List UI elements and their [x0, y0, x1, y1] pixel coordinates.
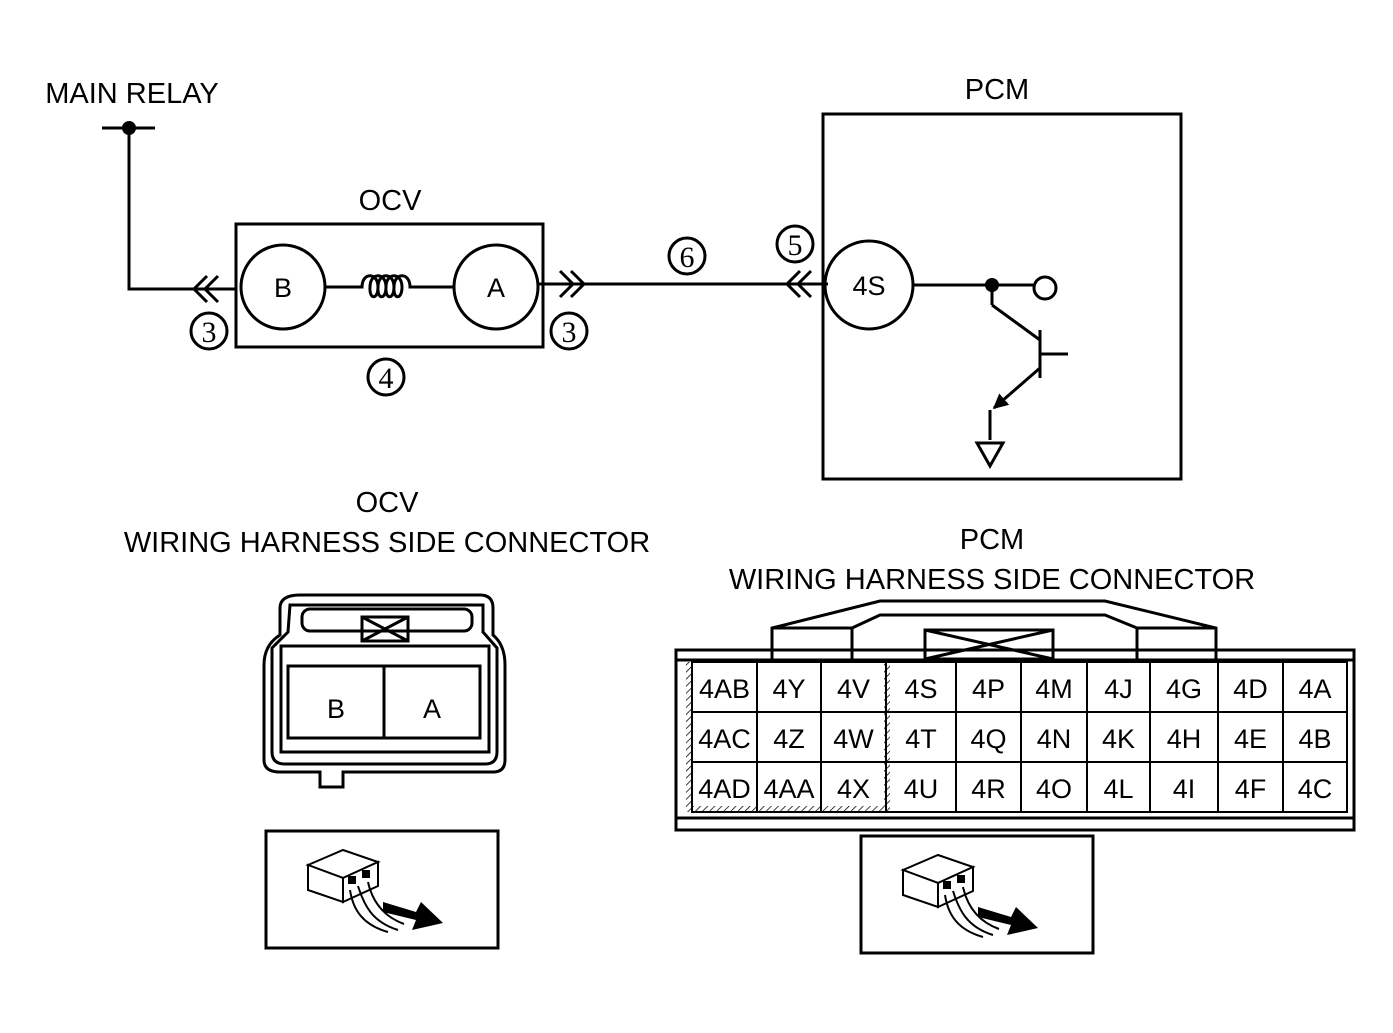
open-terminal — [1032, 275, 1058, 301]
svg-text:6: 6 — [680, 241, 695, 274]
svg-text:4: 4 — [379, 362, 394, 395]
pcm-title: PCM — [965, 74, 1029, 106]
pcm-pin-label: 4H — [1167, 724, 1202, 754]
pcm-keying-hatch — [686, 662, 692, 812]
pcm-connector-title: PCM — [960, 524, 1024, 556]
pcm-pin-label: 4AD — [698, 774, 751, 804]
pcm-pin-label: 4AA — [763, 774, 814, 804]
callout-left-connector: 3 — [189, 311, 229, 351]
main-relay-label: MAIN RELAY — [45, 78, 219, 110]
pcm-schematic: PCM 4S — [821, 74, 1183, 481]
pcm-pin-label: 4Z — [773, 724, 805, 754]
ocv-schematic: OCV B A — [234, 185, 545, 349]
pcm-connector-body — [674, 648, 1356, 832]
connector-harness-side-icon — [900, 853, 1038, 938]
pcm-pin-label: 4O — [1036, 774, 1072, 804]
pcm-pin-label: 4V — [837, 674, 870, 704]
connector-harness-side-icon — [305, 848, 443, 933]
svg-text:3: 3 — [202, 316, 217, 349]
pcm-pin-label: 4D — [1233, 674, 1268, 704]
pcm-pin-label: 4I — [1173, 774, 1196, 804]
ocv-terminal-b-label: B — [274, 273, 292, 303]
pcm-pin-label: 4M — [1035, 674, 1073, 704]
pcm-pin-label: 4W — [833, 724, 874, 754]
ocv-terminal-a-label: A — [487, 273, 505, 303]
pcm-pin-label: 4B — [1298, 724, 1331, 754]
transistor-icon — [988, 285, 1068, 440]
callout-pcm-connector: 5 — [775, 224, 815, 264]
ocv-pin-a — [382, 664, 482, 740]
pcm-pin-label: 4A — [1298, 674, 1331, 704]
solenoid-coil-icon — [325, 274, 454, 299]
pcm-pin-label: 4L — [1103, 774, 1133, 804]
ocv-view-icon-box — [264, 829, 500, 950]
pcm-body — [821, 112, 1183, 481]
ground-icon — [974, 441, 1006, 470]
svg-text:3: 3 — [562, 316, 577, 349]
pcm-view-icon-box — [859, 834, 1095, 955]
pcm-pin-label: 4X — [837, 774, 870, 804]
ocv-title: OCV — [359, 185, 423, 217]
ocv-connector-housing — [262, 593, 507, 789]
pcm-pin-label: 4J — [1104, 674, 1133, 704]
pcm-pin-label: 4S — [904, 674, 937, 704]
ocv-connector: OCV WIRING HARNESS SIDE CONNECTOR B A — [124, 487, 650, 789]
svg-text:5: 5 — [788, 229, 803, 262]
pcm-pin-label: 4Q — [970, 724, 1006, 754]
pcm-pin-label: 4T — [905, 724, 937, 754]
main-relay: MAIN RELAY — [45, 78, 219, 135]
pcm-pin-label: 4U — [904, 774, 939, 804]
pcm-pin-label: 4F — [1235, 774, 1267, 804]
pcm-pin-cell — [1282, 761, 1348, 813]
pcm-pin-label: 4R — [971, 774, 1006, 804]
pcm-pin-label: 4P — [972, 674, 1005, 704]
connector-chevron-pcm — [784, 269, 813, 299]
ocv-pin-a-label: A — [423, 694, 441, 724]
pcm-pin-label: 4K — [1102, 724, 1135, 754]
pcm-terminal-4s-label: 4S — [852, 271, 885, 301]
wire-main-relay-to-ocv — [127, 128, 237, 291]
ocv-pin-b-label: B — [327, 694, 345, 724]
callout-right-connector: 3 — [549, 311, 589, 351]
pcm-pin-label: 4E — [1234, 724, 1267, 754]
pcm-pin-grid: 4AB 4Y 4V 4S 4P 4M 4J 4G 4D 4A 4AC 4Z 4W 4T 4Q 4N 4K 4H 4E… — [691, 661, 1348, 813]
pcm-pin-label: 4AB — [699, 674, 750, 704]
callout-wire: 6 — [667, 236, 707, 276]
pcm-pin-label: 4G — [1166, 674, 1202, 704]
pcm-pin-label: 4Y — [772, 674, 805, 704]
ocv-latch — [360, 615, 410, 643]
pcm-pin-label: 4C — [1298, 774, 1333, 804]
callout-ocv-body: 4 — [366, 357, 406, 397]
ocv-connector-title: OCV — [356, 487, 420, 519]
pcm-pin-label: 4AC — [698, 724, 751, 754]
pcm-pin-label: 4N — [1037, 724, 1072, 754]
pcm-keying-hatch — [692, 806, 884, 812]
pcm-connector-hood — [770, 599, 1218, 660]
ocv-connector-subtitle: WIRING HARNESS SIDE CONNECTOR — [124, 527, 650, 559]
connector-chevron-ocv-left — [191, 274, 220, 304]
pcm-connector-subtitle: WIRING HARNESS SIDE CONNECTOR — [729, 564, 1255, 596]
